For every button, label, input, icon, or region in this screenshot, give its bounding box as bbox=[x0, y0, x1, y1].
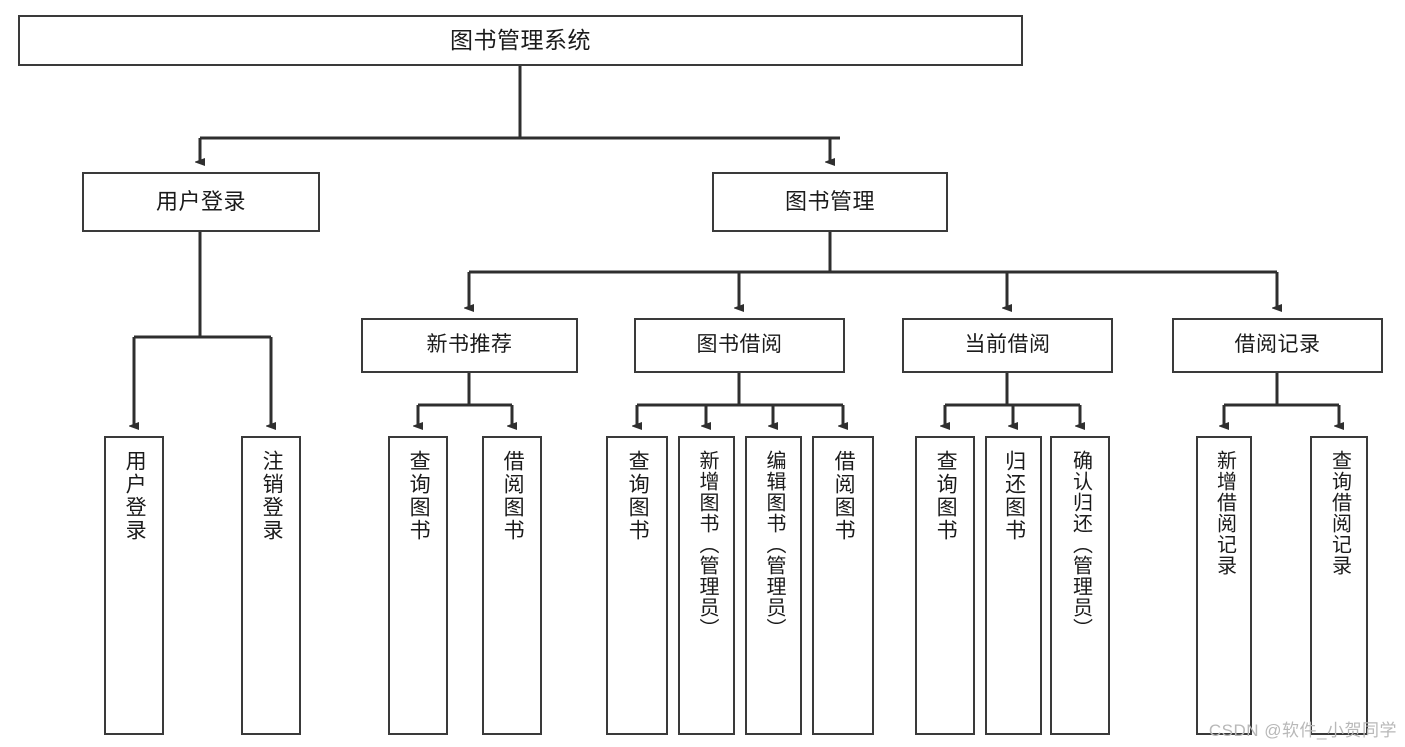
node-book-management[interactable]: 图书管理 bbox=[712, 172, 948, 232]
node-label: 借阅记录 bbox=[1234, 333, 1321, 357]
node-label: 确认归还（管理员） bbox=[1069, 450, 1092, 639]
node-new-book-recommend[interactable]: 新书推荐 bbox=[361, 318, 578, 373]
node-book-borrow[interactable]: 图书借阅 bbox=[634, 318, 845, 373]
node-leaf-user-login[interactable]: 用户登录 bbox=[104, 436, 164, 735]
node-label: 查询图书 bbox=[934, 450, 958, 542]
node-label: 用户登录 bbox=[155, 189, 246, 215]
node-leaf-query-borrow-record[interactable]: 查询借阅记录 bbox=[1310, 436, 1368, 735]
node-user-login[interactable]: 用户登录 bbox=[82, 172, 320, 232]
node-label: 当前借阅 bbox=[964, 333, 1051, 357]
node-label: 图书管理 bbox=[784, 189, 875, 215]
node-root-book-management-system[interactable]: 图书管理系统 bbox=[18, 15, 1023, 66]
node-label: 查询图书 bbox=[626, 450, 650, 542]
node-borrow-record[interactable]: 借阅记录 bbox=[1172, 318, 1383, 373]
node-leaf-add-book-admin[interactable]: 新增图书（管理员） bbox=[678, 436, 735, 735]
node-label: 新书推荐 bbox=[426, 333, 513, 357]
node-leaf-borrow-book-new-recommend[interactable]: 借阅图书 bbox=[482, 436, 542, 735]
csdn-watermark: CSDN @软件_小贺同学 bbox=[1208, 721, 1397, 740]
node-leaf-edit-book-admin[interactable]: 编辑图书（管理员） bbox=[745, 436, 802, 735]
node-label: 查询借阅记录 bbox=[1328, 450, 1351, 576]
node-label: 图书借阅 bbox=[696, 333, 783, 357]
node-leaf-confirm-return-admin[interactable]: 确认归还（管理员） bbox=[1050, 436, 1110, 735]
node-label: 借阅图书 bbox=[501, 450, 525, 542]
node-label: 新增图书（管理员） bbox=[696, 450, 718, 639]
node-leaf-query-book-borrow[interactable]: 查询图书 bbox=[606, 436, 668, 735]
node-label: 借阅图书 bbox=[832, 450, 856, 542]
node-label: 归还图书 bbox=[1002, 450, 1026, 542]
node-label: 注销登录 bbox=[260, 450, 284, 542]
node-leaf-return-book[interactable]: 归还图书 bbox=[985, 436, 1042, 735]
node-leaf-add-borrow-record[interactable]: 新增借阅记录 bbox=[1196, 436, 1252, 735]
node-current-borrow[interactable]: 当前借阅 bbox=[902, 318, 1113, 373]
node-label: 查询图书 bbox=[407, 450, 431, 542]
node-leaf-logout[interactable]: 注销登录 bbox=[241, 436, 301, 735]
node-label: 图书管理系统 bbox=[450, 26, 591, 53]
node-label: 编辑图书（管理员） bbox=[763, 450, 785, 639]
node-leaf-borrow-book[interactable]: 借阅图书 bbox=[812, 436, 874, 735]
node-label: 新增借阅记录 bbox=[1213, 450, 1236, 576]
node-label: 用户登录 bbox=[123, 450, 147, 542]
node-leaf-query-book-new-recommend[interactable]: 查询图书 bbox=[388, 436, 448, 735]
node-leaf-query-book-current[interactable]: 查询图书 bbox=[915, 436, 975, 735]
